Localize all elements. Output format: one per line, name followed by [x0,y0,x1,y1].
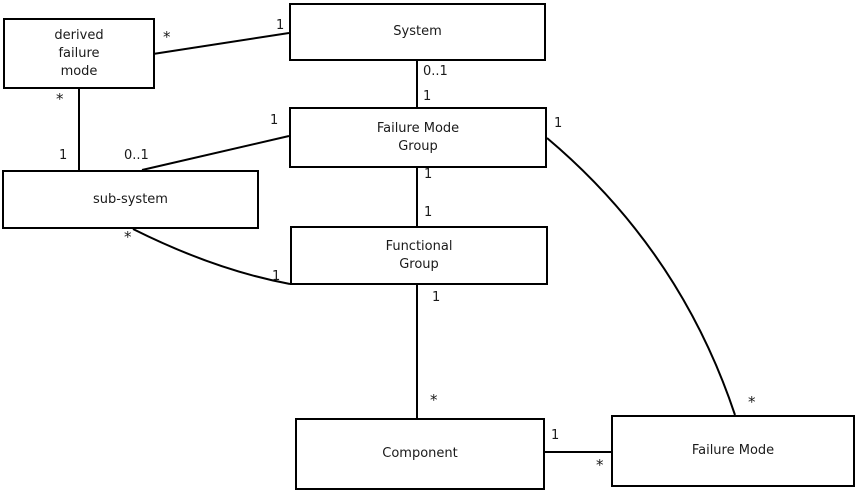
class-label-derived-failure-mode: derived failure mode [54,27,104,79]
edge-sub-system-functional-group [132,228,291,285]
class-label-component: Component [382,446,458,461]
class-box-failure-mode[interactable]: Failure Mode [611,415,855,487]
class-box-derived-failure-mode[interactable]: derived failure mode [3,18,155,89]
multiplicity-system-to-failure-mode-group: 0..1 [423,64,448,79]
class-box-system[interactable]: System [289,3,546,61]
class-box-failure-mode-group[interactable]: Failure Mode Group [289,107,547,168]
multiplicity-component-to-functional-group: * [430,391,438,409]
edge-derived-failure-mode-system [152,32,290,55]
multiplicity-failure-mode-to-component: * [596,456,604,474]
class-box-component[interactable]: Component [295,418,545,490]
multiplicity-failure-mode-group-to-failure-mode: 1 [554,116,563,131]
class-box-functional-group[interactable]: Functional Group [290,226,548,285]
multiplicity-functional-group-to-failure-mode-group: 1 [424,205,433,220]
class-box-sub-system[interactable]: sub-system [2,170,259,229]
multiplicity-sub-system-to-functional-group: * [124,228,132,246]
class-label-system: System [393,24,442,39]
multiplicity-component-to-failure-mode: 1 [551,428,560,443]
multiplicity-system-to-derived-failure-mode: 1 [276,18,285,33]
edge-failure-mode-group-failure-mode [546,137,736,416]
multiplicity-functional-group-to-sub-system: 1 [272,269,281,284]
class-label-failure-mode-group: Failure Mode Group [376,120,460,154]
multiplicity-sub-system-to-derived-failure-mode: 1 [59,148,68,163]
multiplicity-functional-group-to-component: 1 [432,290,441,305]
multiplicity-sub-system-to-failure-mode-group: 0..1 [124,148,149,163]
multiplicity-derived-failure-mode-to-system: * [163,28,171,46]
class-label-functional-group: Functional Group [385,238,453,272]
multiplicity-failure-mode-group-to-sub-system: 1 [270,113,279,128]
multiplicity-failure-mode-group-to-functional-group: 1 [424,167,433,182]
edge-sub-system-failure-mode-group [141,135,290,171]
class-label-sub-system: sub-system [93,191,168,207]
multiplicity-failure-mode-to-failure-mode-group: * [748,393,756,411]
multiplicity-failure-mode-group-to-system: 1 [423,89,432,104]
class-label-failure-mode: Failure Mode [691,443,775,458]
multiplicity-derived-failure-mode-to-sub-system: * [56,90,64,108]
